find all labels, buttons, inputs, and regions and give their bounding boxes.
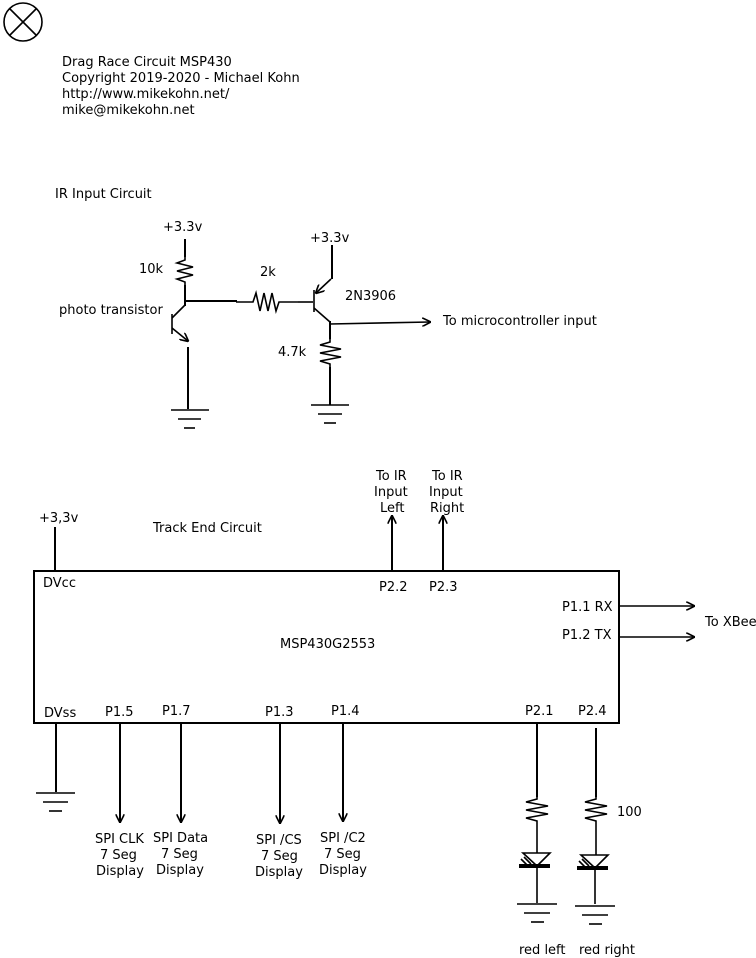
pnp-collector — [313, 307, 331, 323]
series-resistor — [236, 290, 298, 314]
output-arrow — [329, 322, 430, 324]
spi-clk-label-2: 7 Seg — [100, 848, 137, 863]
xbee-label: To XBee — [704, 615, 756, 630]
spi-c2-label-3: Display — [319, 863, 367, 878]
pin-p12: P1.2 TX — [562, 628, 612, 643]
pulldown-resistor — [319, 338, 342, 368]
ir-left-label-3: Left — [380, 501, 404, 516]
led-left-label: red left — [519, 943, 566, 958]
spi-clk-label-3: Display — [96, 864, 144, 879]
ir-left-label-1: To IR — [375, 469, 407, 484]
ir-left-label-2: Input — [374, 485, 408, 500]
phototransistor-collector — [171, 304, 186, 319]
led-right-label: red right — [579, 943, 635, 958]
r-pulldown-label: 4.7k — [278, 345, 307, 360]
ground-icon — [517, 903, 557, 923]
ir-circuit-title: IR Input Circuit — [55, 187, 152, 202]
pin-p15: P1.5 — [105, 705, 134, 720]
r-pullup-label: 10k — [139, 262, 164, 277]
spi-data-label-3: Display — [156, 863, 204, 878]
output-label: To microcontroller input — [442, 314, 597, 329]
led-left-icon — [519, 852, 552, 868]
header-copyright: Copyright 2019-2020 - Michael Kohn — [62, 71, 300, 86]
ground-icon — [311, 404, 349, 424]
lamp-icon — [3, 2, 43, 42]
header-title: Drag Race Circuit MSP430 — [62, 55, 232, 70]
ir-vcc-right-label: +3.3v — [310, 231, 350, 246]
ground-icon — [575, 905, 615, 925]
transistor-label: 2N3906 — [345, 289, 396, 304]
phototransistor-label: photo transistor — [59, 303, 163, 318]
pin-p17: P1.7 — [162, 704, 191, 719]
spi-cs-label-2: 7 Seg — [261, 849, 298, 864]
led-resistor-label: 100 — [617, 805, 642, 820]
header-email[interactable]: mike@mikekohn.net — [62, 103, 195, 118]
spi-cs-label-1: SPI /CS — [256, 833, 302, 848]
ground-icon — [171, 409, 209, 429]
led-right-resistor — [584, 796, 608, 824]
led-right-icon — [577, 854, 610, 870]
spi-data-label-1: SPI Data — [153, 831, 208, 846]
phototransistor-emitter — [171, 327, 188, 341]
pin-p21: P2.1 — [525, 704, 554, 719]
track-circuit-title: Track End Circuit — [152, 521, 262, 536]
pin-dvss: DVss — [44, 706, 76, 721]
pin-p11: P1.1 RX — [562, 600, 613, 615]
spi-data-label-2: 7 Seg — [161, 847, 198, 862]
ir-right-label-2: Input — [429, 485, 463, 500]
ir-vcc-left-label: +3.3v — [163, 220, 203, 235]
mcu-label: MSP430G2553 — [280, 637, 375, 652]
pin-p13: P1.3 — [265, 705, 294, 720]
pin-dvcc: DVcc — [43, 576, 76, 591]
ir-right-label-3: Right — [430, 501, 464, 516]
ground-icon — [36, 792, 75, 812]
pin-p22: P2.2 — [379, 580, 408, 595]
spi-clk-label-1: SPI CLK — [95, 832, 144, 847]
header-url[interactable]: http://www.mikekohn.net/ — [62, 87, 230, 102]
r-series-label: 2k — [260, 265, 276, 280]
spi-cs-label-3: Display — [255, 865, 303, 880]
pullup-resistor — [174, 256, 194, 286]
pin-p24: P2.4 — [578, 704, 607, 719]
mcu-box — [33, 570, 620, 724]
pin-p23: P2.3 — [429, 580, 458, 595]
spi-c2-label-1: SPI /C2 — [320, 831, 366, 846]
pnp-emitter — [316, 278, 332, 293]
led-left-resistor — [525, 796, 549, 824]
spi-c2-label-2: 7 Seg — [324, 847, 361, 862]
ir-right-label-1: To IR — [431, 469, 463, 484]
track-vcc-label: +3,3v — [39, 511, 79, 526]
pin-p14: P1.4 — [331, 704, 360, 719]
